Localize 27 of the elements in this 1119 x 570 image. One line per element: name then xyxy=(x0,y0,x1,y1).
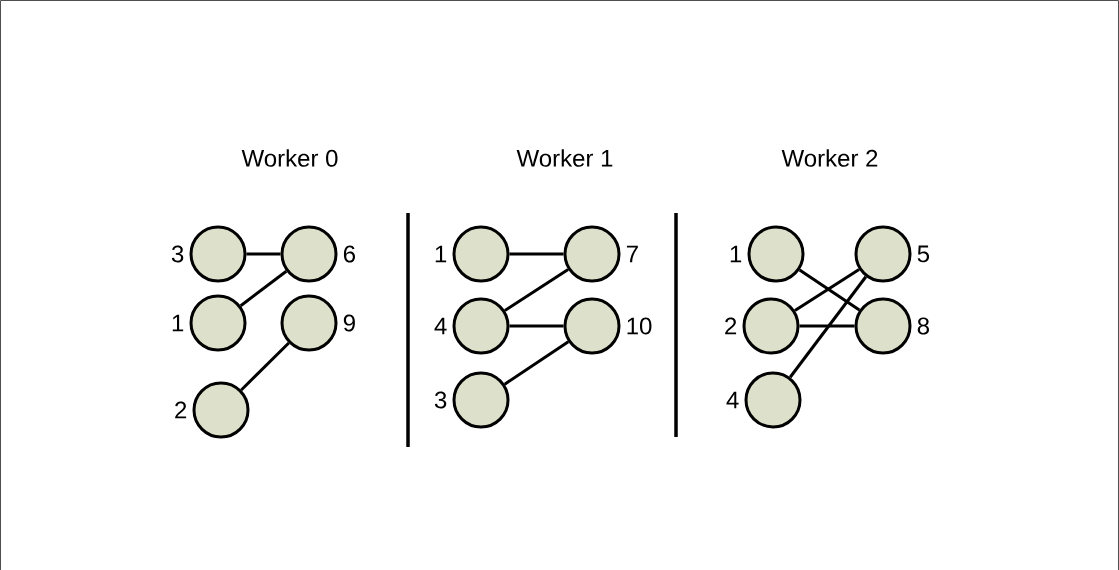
connector-line xyxy=(503,340,570,386)
worker-heading: Worker 1 xyxy=(516,149,613,167)
node-number: 1 xyxy=(172,314,184,332)
worker-heading: Worker 0 xyxy=(241,149,338,167)
node-number: 1 xyxy=(435,245,447,263)
connector-line xyxy=(509,252,564,256)
node-number: 8 xyxy=(917,317,929,335)
connector-line xyxy=(239,270,288,307)
node-number: 3 xyxy=(434,391,447,409)
connector-line xyxy=(788,275,868,379)
worker-heading: Worker 2 xyxy=(781,149,878,167)
node-number: 4 xyxy=(726,391,739,409)
node-number: 3 xyxy=(171,245,184,263)
connector-line xyxy=(240,341,290,391)
node-number: 10 xyxy=(627,317,652,335)
node-number: 7 xyxy=(626,245,638,263)
connector-line xyxy=(504,268,569,312)
connector-line xyxy=(799,324,855,328)
node-number: 9 xyxy=(343,314,355,332)
node-number: 5 xyxy=(917,245,930,263)
node-number: 4 xyxy=(434,317,447,335)
connector-line xyxy=(246,252,281,256)
node-number: 6 xyxy=(343,245,355,263)
node-number: 1 xyxy=(730,245,742,263)
node-number: 2 xyxy=(175,401,187,419)
connector-line xyxy=(509,324,564,328)
node-number: 2 xyxy=(725,317,737,335)
